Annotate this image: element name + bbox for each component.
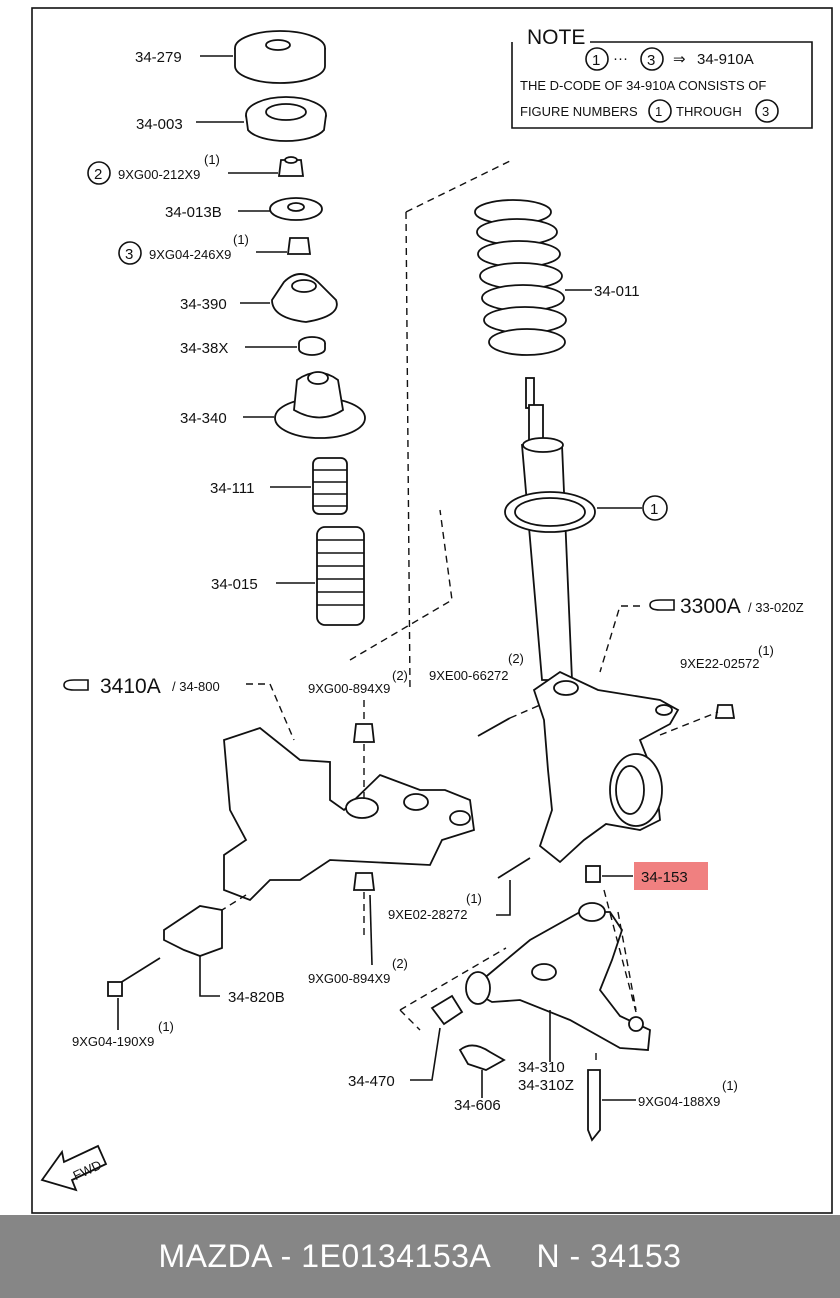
label-34-390: 34-390 <box>180 296 227 313</box>
label-34-013b: 34-013B <box>165 204 222 221</box>
label-34-015: 34-015 <box>211 576 258 593</box>
label-34-153: 34-153 <box>641 869 688 886</box>
label-34-310: 34-310 <box>518 1059 565 1076</box>
note-box: NOTE 1 ··· 3 ⇒ 34-910A THE D-CODE OF 34-… <box>511 26 813 129</box>
suspension-exploded-diagram: NOTE 1 ··· 3 ⇒ 34-910A THE D-CODE OF 34-… <box>31 7 833 1214</box>
shock-absorber: 1 <box>504 377 668 681</box>
label-9xg00-894x9-top-qty: (2) <box>392 668 408 683</box>
note-line2: THE D-CODE OF 34-910A CONSISTS OF <box>520 78 766 93</box>
label-9xg04-188x9-qty: (1) <box>722 1078 738 1093</box>
label-34-38x: 34-38X <box>180 340 228 357</box>
label-34-820b: 34-820B <box>228 989 285 1006</box>
note-code: 34-910A <box>697 51 754 68</box>
label-9xe02-28272: 9XE02-28272 <box>388 907 468 922</box>
label-9xg00-894x9-top: 9XG00-894X9 <box>308 681 390 696</box>
note-line3-b: THROUGH <box>676 104 742 119</box>
coil-spring: 34-011 <box>474 199 640 356</box>
label-34-279: 34-279 <box>135 49 182 66</box>
bolt-9xe02: 9XE02-28272 (1) <box>388 857 531 922</box>
label-34-470: 34-470 <box>348 1073 395 1090</box>
label-circle-3: 3 <box>125 246 133 263</box>
note-dots: ··· <box>613 50 628 67</box>
diagram-border <box>31 7 833 1214</box>
label-3410a-sub: / 34-800 <box>172 679 220 694</box>
note-circle-to: 3 <box>647 52 655 69</box>
label-34-606: 34-606 <box>454 1097 501 1114</box>
label-34-011: 34-011 <box>594 283 640 300</box>
lower-control-arm: 34-470 34-606 34-310 34-310Z 9XG04-188X9… <box>348 889 738 1142</box>
label-34-111: 34-111 <box>210 480 254 497</box>
label-9xg04-190x9-qty: (1) <box>158 1019 174 1034</box>
label-9xg00-894x9-bot: 9XG00-894X9 <box>308 971 390 986</box>
footer-part-number: MAZDA - 1E0134153A N - 34153 <box>158 1238 682 1274</box>
label-9xe22-02572-qty: (1) <box>758 643 774 658</box>
label-3300a: 3300A <box>680 595 741 618</box>
label-9xe22-02572: 9XE22-02572 <box>680 656 760 671</box>
note-circle-from: 1 <box>592 52 600 69</box>
note-title: NOTE <box>527 26 585 49</box>
note-line3-n2: 3 <box>762 104 769 119</box>
label-9xg04-246x9: 9XG04-246X9 <box>149 247 231 262</box>
label-34-340: 34-340 <box>180 410 227 427</box>
strut-mount-stack: 34-279 34-003 2 9XG00-212X9 (1) 34-013B … <box>87 30 513 691</box>
fwd-arrow-icon: FWD <box>40 1144 108 1192</box>
label-9xg04-190x9: 9XG04-190X9 <box>72 1034 154 1049</box>
note-line3-a: FIGURE NUMBERS <box>520 104 638 119</box>
label-9xe00-66272-qty: (2) <box>508 651 524 666</box>
label-34-310z: 34-310Z <box>518 1077 574 1094</box>
label-9xe02-28272-qty: (1) <box>466 891 482 906</box>
label-34-003: 34-003 <box>136 116 183 133</box>
label-9xg04-188x9: 9XG04-188X9 <box>638 1094 720 1109</box>
label-9xe00-66272: 9XE00-66272 <box>429 668 509 683</box>
crossmember: 3410A / 34-800 9XG00-894X9 (2) 9XG00-894… <box>63 668 475 986</box>
label-3300a-sub: / 33-020Z <box>748 600 804 615</box>
bushing-34-820b: 34-820B 9XG04-190X9 (1) <box>72 894 285 1049</box>
label-circle-2: 2 <box>94 166 102 183</box>
label-9xg00-212x9: 9XG00-212X9 <box>118 167 200 182</box>
note-arrow: ⇒ <box>673 51 686 68</box>
note-line3-n1: 1 <box>655 104 662 119</box>
label-3410a: 3410A <box>100 675 161 698</box>
part-34-153: 34-153 <box>585 862 708 890</box>
steering-knuckle: 3300A / 33-020Z 9XE22-02572 (1) 9XE00-66… <box>429 595 804 864</box>
footer-bar: MAZDA - 1E0134153A N - 34153 <box>0 1215 840 1298</box>
label-9xg00-894x9-bot-qty: (2) <box>392 956 408 971</box>
label-circle-1: 1 <box>650 501 658 518</box>
label-9xg00-212x9-qty: (1) <box>204 152 220 167</box>
highlight-34-153 <box>634 862 708 890</box>
label-9xg04-246x9-qty: (1) <box>233 232 249 247</box>
